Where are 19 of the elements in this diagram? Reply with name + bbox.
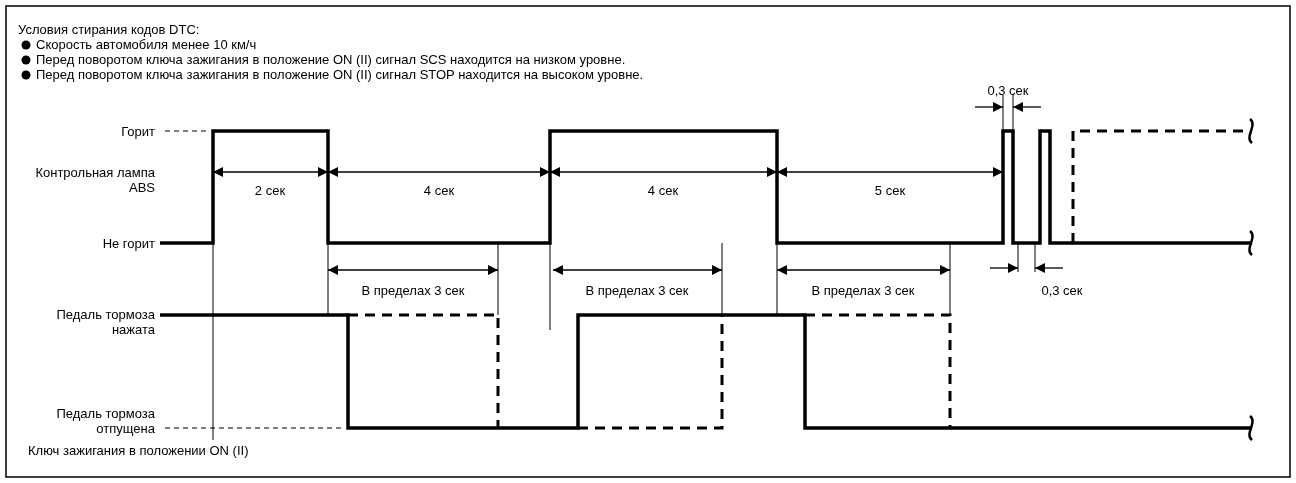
event-label: Ключ зажигания в положении ON (II) bbox=[28, 443, 249, 458]
signal-level-label: Не горит bbox=[102, 236, 155, 251]
signal-level-label: Педаль тормоза отпущена bbox=[55, 406, 155, 436]
duration-label: 2 сек bbox=[254, 183, 286, 198]
bullet-text: Перед поворотом ключа зажигания в положение ON (II) сигнал STOP находится на высоком уровне. bbox=[36, 67, 644, 82]
duration-label: В пределах 3 сек bbox=[585, 283, 689, 298]
bullet-text: Перед поворотом ключа зажигания в положение ON (II) сигнал SCS находится на низком уровне. bbox=[36, 52, 626, 67]
heading-text: Условия стирания кодов DTC: bbox=[18, 22, 200, 37]
duration-label: В пределах 3 сек bbox=[361, 283, 465, 298]
signal-name-label: Контрольная лампа ABS bbox=[35, 165, 155, 195]
duration-label: 0,3 сек bbox=[987, 83, 1029, 98]
duration-label: 4 сек bbox=[423, 183, 455, 198]
duration-label: 5 сек bbox=[874, 183, 906, 198]
bullet-text: Скорость автомобиля менее 10 км/ч bbox=[36, 37, 257, 52]
duration-label: В пределах 3 сек bbox=[811, 283, 915, 298]
duration-label: 0,3 сек bbox=[1041, 283, 1083, 298]
signal-level-label: Горит bbox=[121, 124, 155, 139]
duration-label: 4 сек bbox=[647, 183, 679, 198]
signal-level-label: Педаль тормоза нажата bbox=[55, 307, 155, 337]
